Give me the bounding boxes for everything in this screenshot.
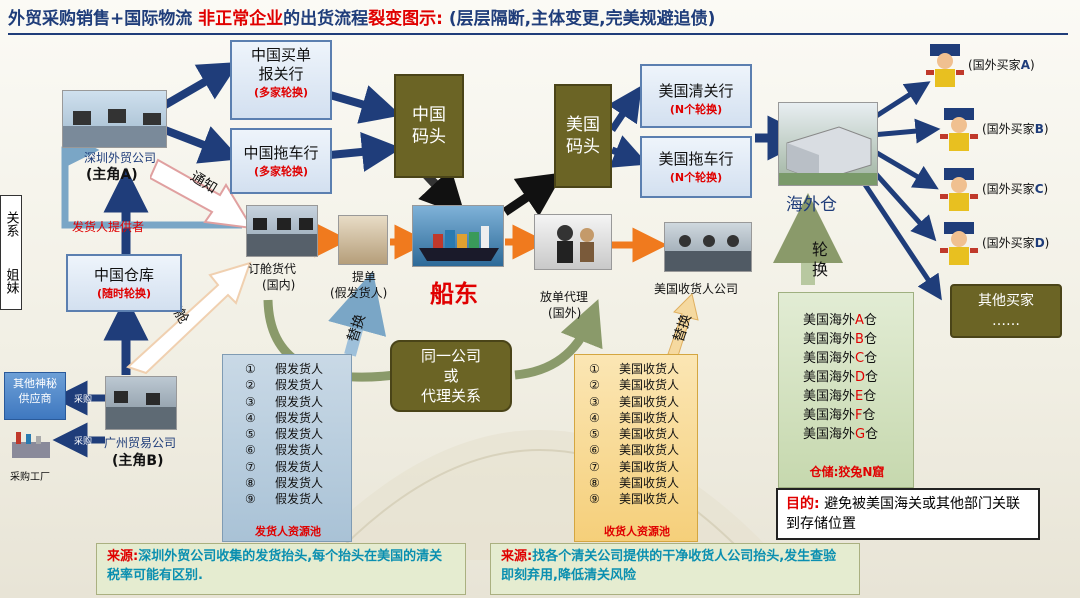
bill-of-lading-photo xyxy=(338,215,388,265)
buyer-avatar-icon xyxy=(940,222,978,265)
buyer-item: (国外买家C) xyxy=(940,168,1048,216)
ship-photo xyxy=(412,205,504,267)
title-underline xyxy=(8,33,1068,35)
sz-company-photo xyxy=(62,90,167,148)
role-a-label: (主角A) xyxy=(86,167,138,183)
notify-arrow xyxy=(150,158,254,230)
shipper-pool-title: 发货人资源池 xyxy=(255,525,321,538)
ship-owner-label: 船东 xyxy=(430,280,478,308)
overseas-warehouse-label: 海外仓 xyxy=(786,195,837,215)
release-agent-label: 放单代理 xyxy=(540,290,589,304)
purpose-box: 目的: 避免被美国海关或其他部门关联到存储位置 xyxy=(776,488,1040,540)
forwarder-sub-label: (国内) xyxy=(262,278,296,292)
warehouse-item: 美国海外E仓 xyxy=(803,389,877,404)
source-note-right: 来源:找各个清关公司提供的干净收货人公司抬头,发生查验即刻弃用,降低清关风险 xyxy=(490,543,860,595)
factory-label: 采购工厂 xyxy=(10,472,50,483)
china-warehouse-box: 中国仓库 (随时轮换) xyxy=(66,254,182,312)
bill-of-lading-label: 提单 xyxy=(352,270,377,284)
overseas-warehouse-photo xyxy=(778,102,878,186)
buyer-item: (国外买家B) xyxy=(940,108,1049,156)
forwarder-photo xyxy=(246,205,318,257)
buyer-avatar-icon xyxy=(940,108,978,151)
release-agent-sub-label: (国外) xyxy=(548,306,582,320)
consignee-company-photo xyxy=(664,222,752,272)
other-buyers-box: 其他买家 …… xyxy=(950,284,1062,338)
warehouse-item: 美国海外B仓 xyxy=(803,332,877,347)
page-title: 外贸采购销售+国际物流 非正常企业的出货流程裂变图示: (层层隔断,主体变更,完… xyxy=(8,9,716,29)
warehouse-item: 美国海外F仓 xyxy=(803,408,876,423)
consignee-pool-title: 收货人资源池 xyxy=(604,525,670,538)
sz-company-label: 深圳外贸公司 xyxy=(84,151,157,165)
buyer-item: (国外买家D) xyxy=(940,222,1049,270)
warehouse-item: 美国海外D仓 xyxy=(803,370,879,385)
shipper-provider-label: 发货人提供者 xyxy=(72,220,145,234)
booking-arrow xyxy=(126,261,252,375)
role-b-label: (主角B) xyxy=(112,453,164,469)
china-customs-broker-box: 中国买单报关行 (多家轮换) xyxy=(230,40,332,120)
usa-trucking-box: 美国拖车行 (N个轮换) xyxy=(640,136,752,198)
other-supplier-box: 其他神秘供应商 xyxy=(4,372,66,420)
replace-arrow-right xyxy=(667,293,699,356)
warehouse-item: 美国海外A仓 xyxy=(803,313,877,328)
buyer-avatar-icon xyxy=(940,168,978,211)
source-note-left: 来源:深圳外贸公司收集的发货抬头,每个抬头在美国的清关税率可能有区别. xyxy=(96,543,466,595)
warehouse-list-box: 美国海外A仓美国海外B仓美国海外C仓美国海外D仓美国海外E仓美国海外F仓美国海外… xyxy=(778,292,914,488)
purchase-label-1: 采购 xyxy=(74,395,93,405)
buyer-item: (国外买家A) xyxy=(926,44,1035,92)
gz-company-photo xyxy=(105,376,177,430)
gz-company-label: 广州贸易公司 xyxy=(104,436,177,450)
warehouse-list: 美国海外A仓美国海外B仓美国海外C仓美国海外D仓美国海外E仓美国海外F仓美国海外… xyxy=(779,293,913,444)
storage-label: 仓储:狡兔N窟 xyxy=(809,465,885,479)
warehouse-item: 美国海外G仓 xyxy=(803,427,879,442)
china-trucking-box: 中国拖车行 (多家轮换) xyxy=(230,128,332,194)
factory-icon xyxy=(12,432,50,458)
release-agent-photo xyxy=(534,214,612,270)
china-port-box: 中国码头 xyxy=(394,74,464,178)
warehouse-item: 美国海外C仓 xyxy=(803,351,878,366)
rotate-label: 轮换 xyxy=(812,240,829,279)
forwarder-label: 订舱货代 xyxy=(248,262,297,276)
consignee-company-label: 美国收货人公司 xyxy=(654,282,739,296)
same-company-box: 同一公司 或 代理关系 xyxy=(390,340,512,412)
relation-box: 关系 姐妹 xyxy=(0,195,22,310)
buyer-avatar-icon xyxy=(926,44,964,87)
usa-port-box: 美国码头 xyxy=(554,84,612,188)
bill-of-lading-sub-label: (假发货人) xyxy=(330,286,388,300)
purchase-label-2: 采购 xyxy=(74,437,93,447)
usa-customs-box: 美国清关行 (N个轮换) xyxy=(640,64,752,128)
